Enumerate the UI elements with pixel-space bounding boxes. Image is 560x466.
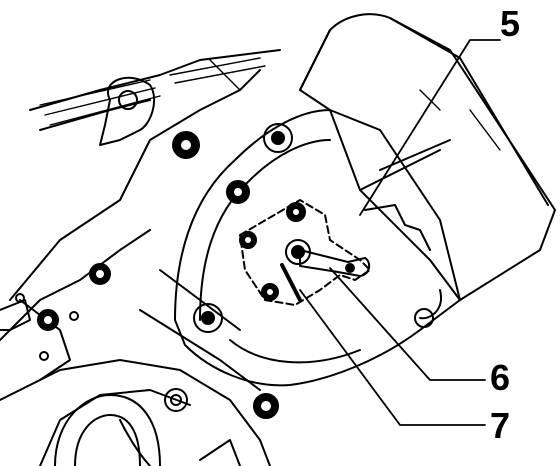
leader-line-7: [299, 289, 486, 426]
lever-mechanism: [239, 199, 371, 306]
actuator-housing: [299, 13, 556, 328]
block-bolts: [15, 263, 279, 419]
callout-6: 6: [490, 357, 511, 398]
leader-line-5: [359, 39, 501, 216]
pulley: [54, 394, 161, 466]
lifting-eye: [99, 76, 200, 159]
callout-7: 7: [490, 405, 511, 446]
leader-line-6: [329, 267, 486, 381]
callout-5: 5: [500, 3, 521, 44]
leader-lines: [299, 39, 501, 426]
engine-block: [0, 49, 281, 466]
cooling-fins: [39, 57, 266, 126]
mounting-flange: [174, 109, 461, 387]
